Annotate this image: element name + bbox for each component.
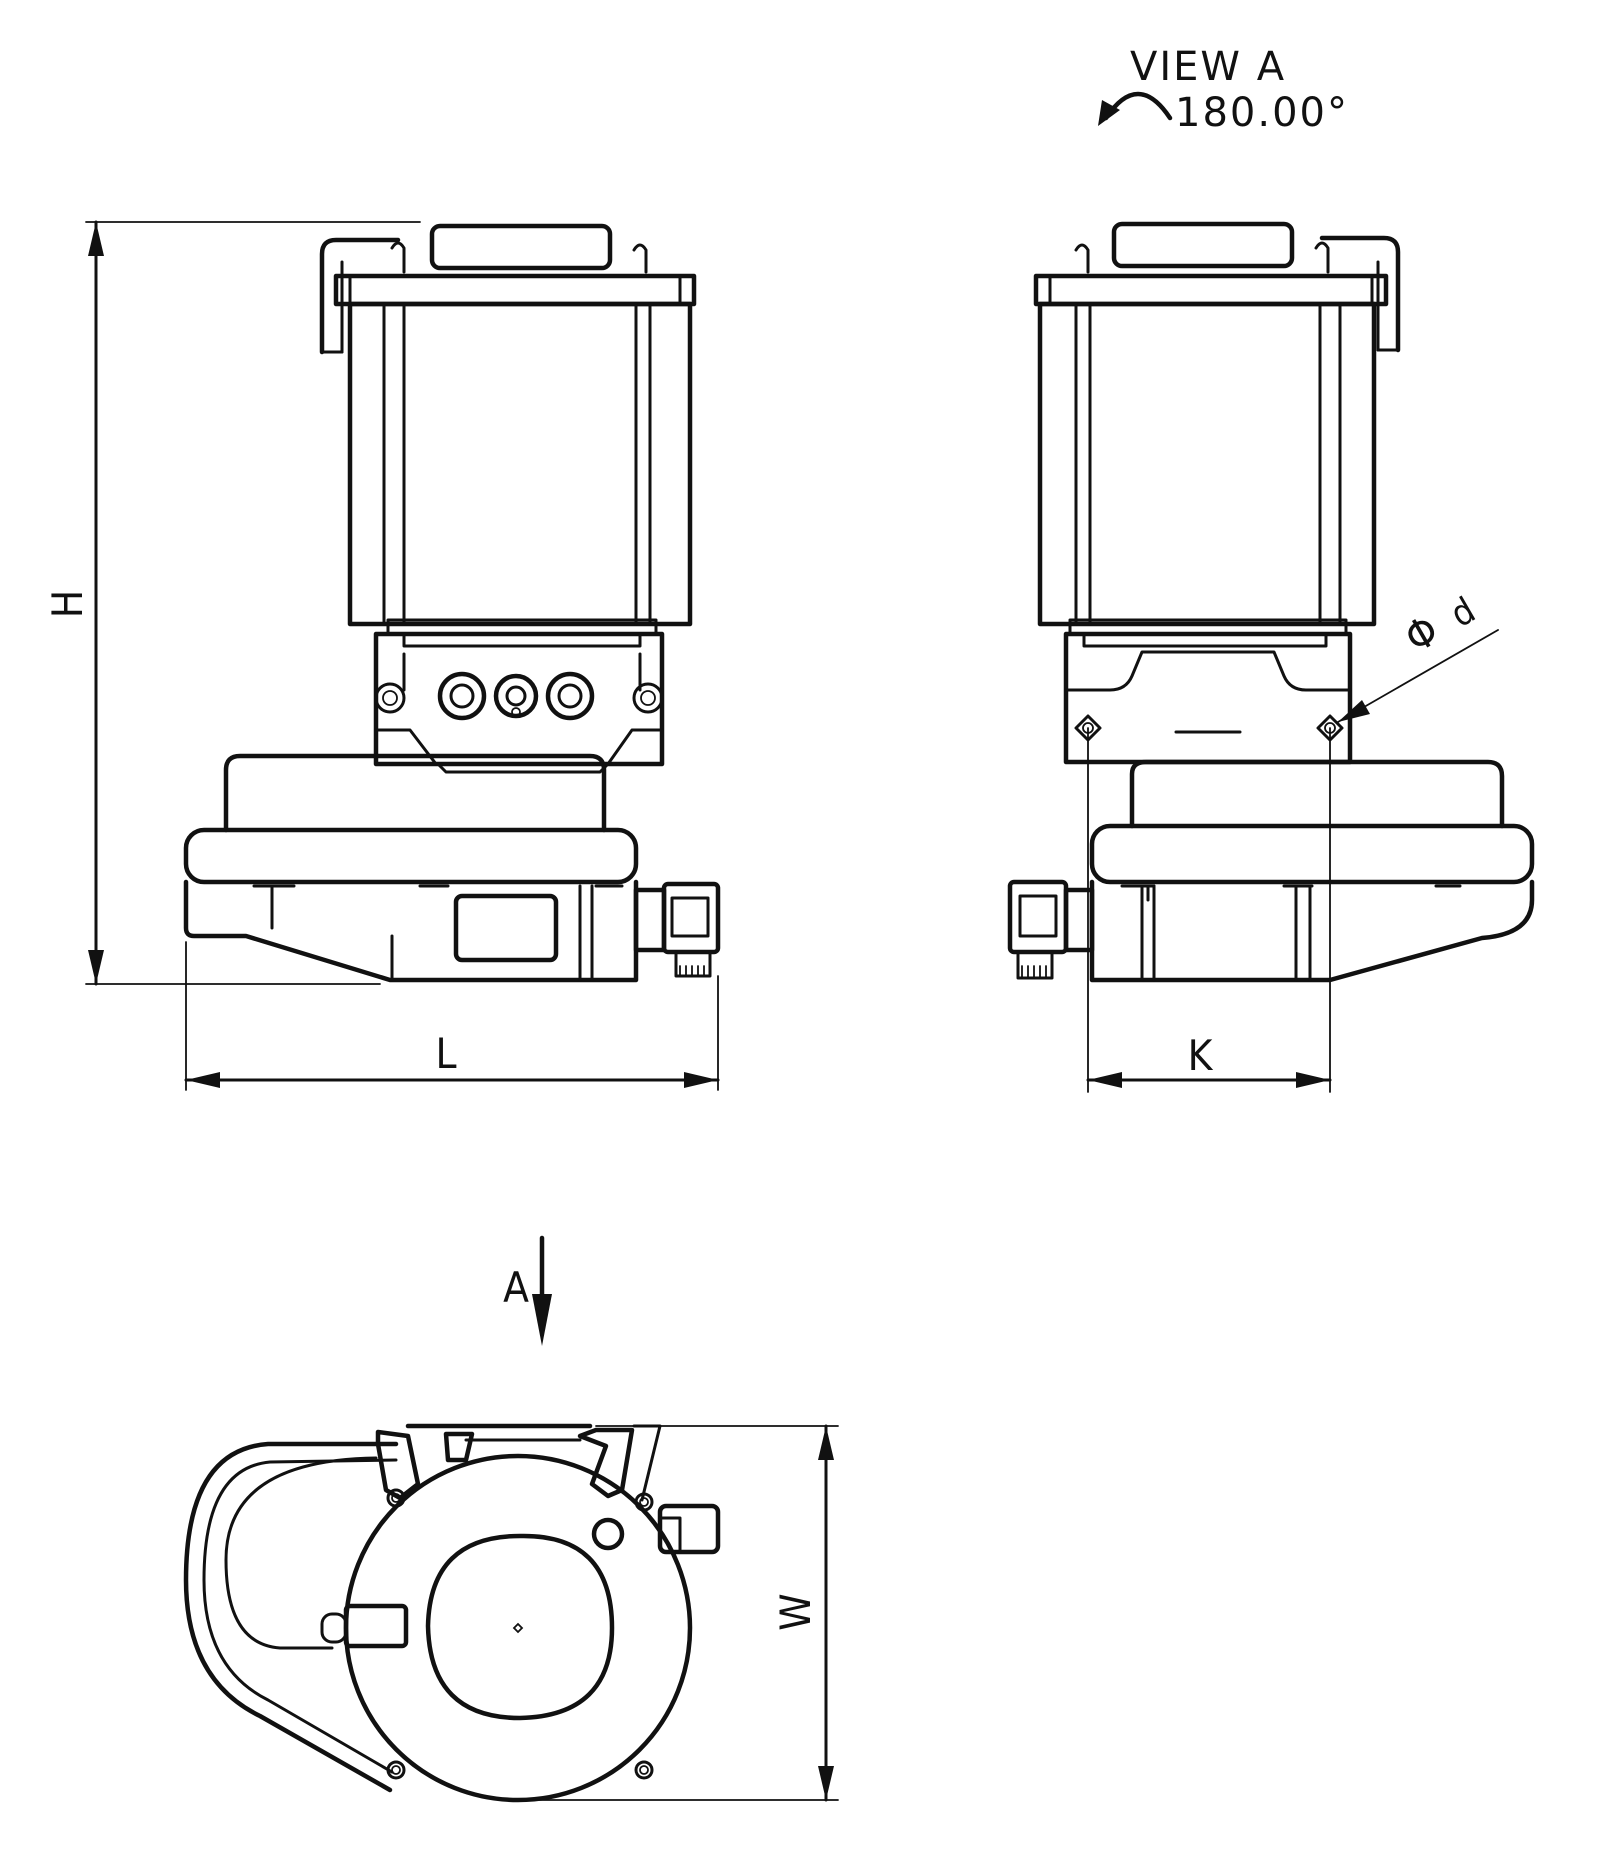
width-label: W [771,1593,820,1630]
rotation-arrow-icon [1098,91,1173,126]
height-dimension: H [43,220,421,986]
hole-spacing-label: K [1188,1031,1214,1080]
diameter-symbol: Φ [1397,605,1447,662]
view-rotation-angle: 180.00° [1175,90,1349,136]
top-view [183,1423,721,1803]
view-arrow-label: A [503,1263,529,1312]
hole-diameter-callout: Φ d [1337,590,1499,723]
length-label: L [435,1029,456,1078]
view-direction-arrow: A [503,1235,552,1346]
front-view [183,223,721,983]
side-view [1007,221,1535,983]
diameter-label: d [1444,590,1482,636]
width-dimension: W [519,1424,839,1802]
height-label: H [43,590,92,618]
length-dimension: L [184,941,720,1091]
hole-spacing-dimension: K [1086,727,1332,1093]
view-title: VIEW A [1130,44,1286,90]
